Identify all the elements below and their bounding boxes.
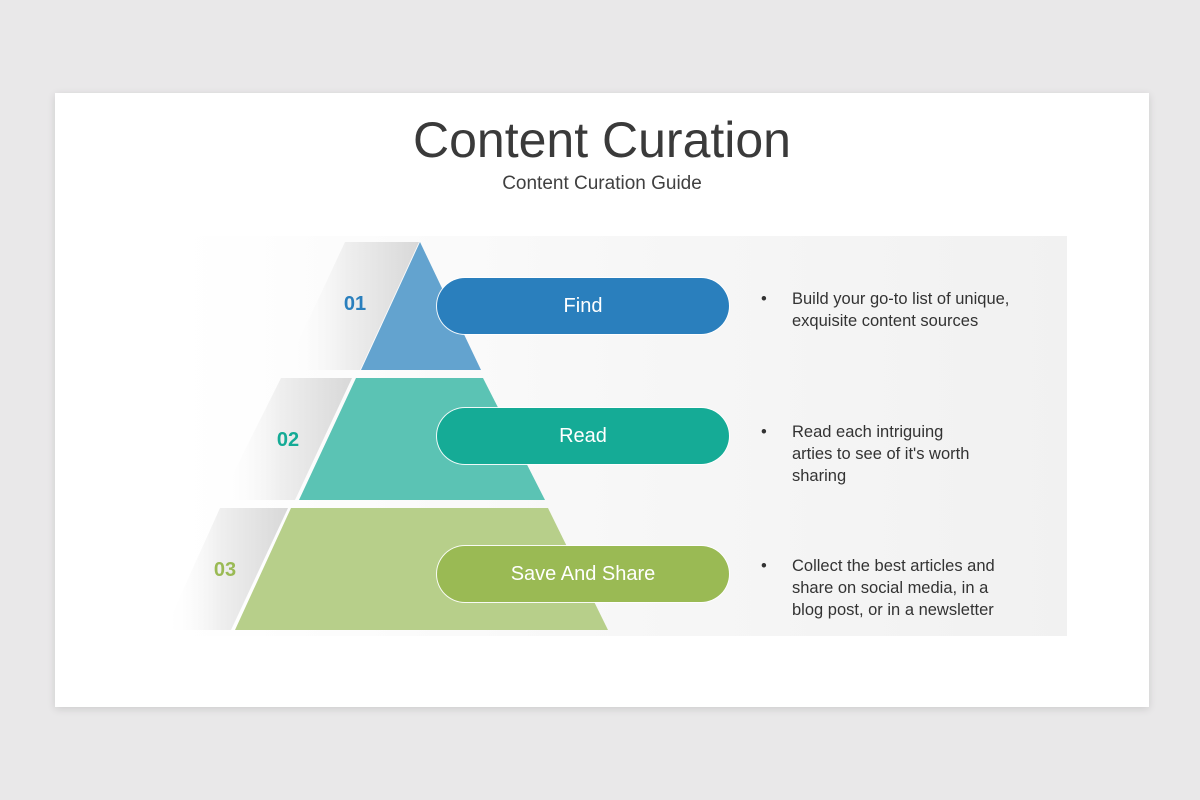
bullet-icon: • — [761, 290, 767, 308]
slide: Content Curation Content Curation Guide … — [55, 93, 1149, 707]
tier-3-description: • Collect the best articles and share on… — [761, 555, 1061, 621]
tier-1-tab — [285, 242, 419, 370]
tier-2-description: • Read each intriguing arties to see of … — [761, 421, 1061, 487]
tier-3-number: 03 — [213, 559, 237, 581]
pyramid-tier-1 — [361, 242, 481, 370]
tier-1-pill: Find — [437, 278, 729, 334]
tier-3-description-text: Collect the best articles and share on s… — [792, 557, 995, 619]
tier-1-number: 01 — [343, 293, 367, 315]
tier-2-description-text: Read each intriguing arties to see of it… — [792, 423, 970, 485]
tier-2-number: 02 — [276, 429, 300, 451]
tier-2-pill: Read — [437, 408, 729, 464]
tier-2-tab — [220, 378, 352, 500]
slide-title: Content Curation — [412, 112, 791, 168]
tier-1-description-text: Build your go-to list of unique, exquisi… — [792, 290, 1010, 330]
tier-1-description: • Build your go-to list of unique, exqui… — [761, 288, 1061, 332]
tier-3-tab — [165, 508, 288, 630]
bullet-icon: • — [761, 423, 767, 441]
tier-3-pill: Save And Share — [437, 546, 729, 602]
slide-subtitle: Content Curation Guide — [502, 173, 702, 194]
bullet-icon: • — [761, 557, 767, 575]
